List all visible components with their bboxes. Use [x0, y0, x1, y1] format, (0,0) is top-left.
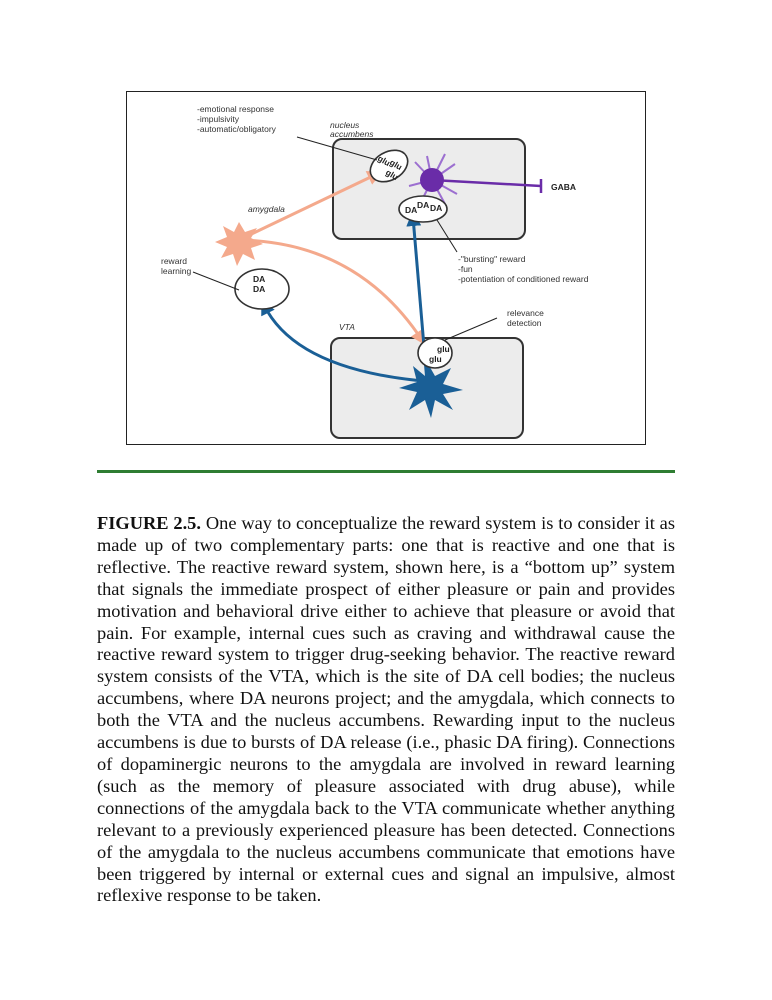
da-amy-label-1: DA	[253, 274, 265, 284]
synapse-da-amygdala: DA DA	[235, 269, 289, 309]
bursting-note-1: -"bursting" reward	[458, 254, 526, 264]
caption-divider	[97, 470, 675, 473]
gaba-label: GABA	[551, 182, 576, 192]
caption-text: One way to conceptualize the reward syst…	[97, 513, 675, 905]
learning-label: learning	[161, 266, 192, 276]
accumbens-note-1: -emotional response	[197, 104, 274, 114]
figure-caption: FIGURE 2.5. One way to conceptualize the…	[97, 513, 675, 907]
accumbens-note-2: -impulsivity	[197, 114, 240, 124]
accumbens-note-3: -automatic/obligatory	[197, 124, 277, 134]
bursting-note-3: -potentiation of conditioned reward	[458, 274, 589, 284]
amygdala-neuron	[215, 222, 263, 266]
vta-label: VTA	[339, 322, 355, 332]
da-label-2: DA	[417, 200, 429, 210]
bursting-note-2: -fun	[458, 264, 473, 274]
figure-label: FIGURE 2.5.	[97, 513, 201, 533]
da-amy-label-2: DA	[253, 284, 265, 294]
da-label-3: DA	[430, 203, 442, 213]
da-label-1: DA	[405, 205, 417, 215]
synapse-da-accumbens: DA DA DA	[399, 196, 447, 222]
synapse-glu-vta: glu glu	[418, 338, 452, 368]
glu-vta-label-2: glu	[429, 354, 442, 364]
relevance-label: relevance	[507, 308, 544, 318]
figure-frame: glu glu glu DA DA DA DA DA glu glu -	[126, 91, 646, 445]
accumbens-label: accumbens	[330, 129, 374, 139]
amygdala-label: amygdala	[248, 204, 285, 214]
glu-vta-label-1: glu	[437, 344, 450, 354]
reward-system-diagram: glu glu glu DA DA DA DA DA glu glu -	[127, 92, 647, 446]
detection-label: detection	[507, 318, 542, 328]
reward-label: reward	[161, 256, 187, 266]
